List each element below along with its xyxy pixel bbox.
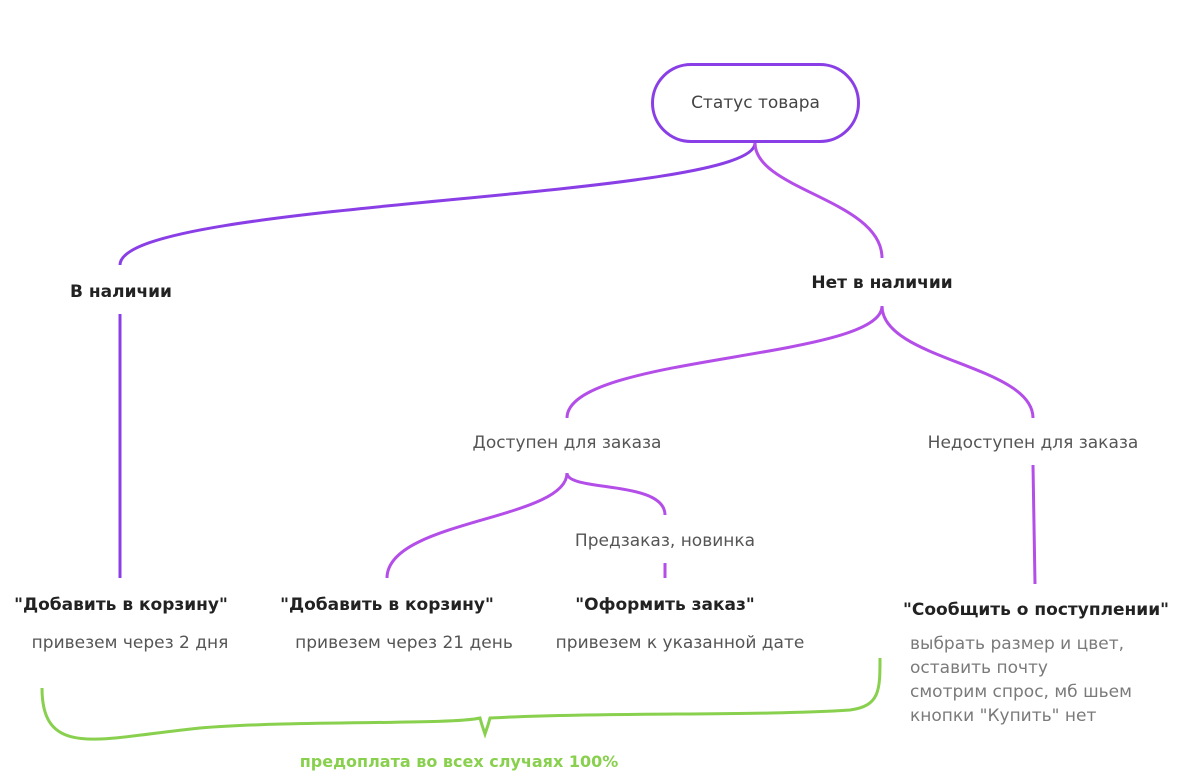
outcome-action: "Сообщить о поступлении": [903, 600, 1169, 620]
note-line: смотрим спрос, мб шьем: [910, 682, 1132, 702]
connector-not-orderable-to-notify: [1031, 464, 1037, 585]
outcome-detail: привезем через 2 дня: [31, 633, 229, 653]
outcome-action: "Добавить в корзину": [14, 595, 228, 615]
connector-orderable-to-cart: [385, 472, 569, 579]
branch-out-of-stock: Нет в наличии: [811, 273, 953, 293]
connector-out-of-stock-to-not-orderable: [880, 305, 1035, 419]
connector-orderable-to-preorder: [565, 472, 667, 516]
connector-root-to-out-of-stock: [753, 142, 884, 259]
outcome-action: "Добавить в корзину": [280, 595, 494, 615]
root-node: Статус товара: [651, 63, 860, 143]
branch-not-orderable: Недоступен для заказа: [927, 433, 1139, 453]
note-line: выбрать размер и цвет,: [910, 634, 1124, 654]
branch-in-stock: В наличии: [70, 282, 172, 302]
branch-preorder: Предзаказ, новинка: [574, 531, 756, 551]
prepayment-label: предоплата во всех случаях 100%: [299, 752, 619, 771]
outcome-action: "Оформить заказ": [575, 595, 755, 615]
note-line: кнопки "Купить" нет: [910, 706, 1097, 726]
branch-orderable: Доступен для заказа: [472, 433, 662, 453]
outcome-detail: привезем через 21 день: [295, 633, 513, 653]
note-line: оставить почту: [910, 658, 1048, 678]
outcome-detail: привезем к указанной дате: [555, 633, 805, 653]
notify-notes: выбрать размер и цвет, оставить почту см…: [910, 632, 1132, 728]
connector-out-of-stock-to-orderable: [565, 305, 884, 419]
connector-root-to-in-stock: [118, 142, 757, 266]
prepayment-brace: [40, 657, 882, 741]
root-label: Статус товара: [691, 93, 820, 113]
